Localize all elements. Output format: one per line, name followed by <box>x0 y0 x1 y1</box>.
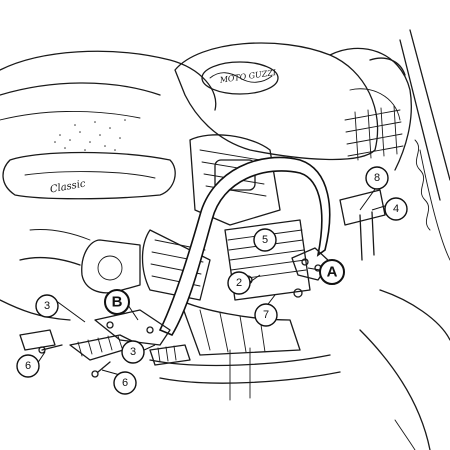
callout-label: 6 <box>122 377 128 389</box>
tank-badge <box>201 61 279 95</box>
letter-label: A <box>327 264 338 281</box>
letter-label: B <box>112 294 123 311</box>
callout-label: 3 <box>44 300 50 312</box>
callout-8: 8 <box>365 166 389 190</box>
motorcycle-outline <box>0 29 450 450</box>
callout-6-bottom: 6 <box>113 371 137 395</box>
bolt-lower <box>97 361 111 373</box>
callout-6-left: 6 <box>16 354 40 378</box>
callout-letter-a: A <box>319 259 345 285</box>
callout-label: 7 <box>263 309 269 321</box>
footpeg-assembly <box>19 329 191 366</box>
callout-label: 4 <box>393 203 399 215</box>
callout-3-right: 3 <box>121 340 145 364</box>
callout-4: 4 <box>384 197 408 221</box>
callout-label: 2 <box>236 277 242 289</box>
callout-label: 8 <box>374 172 380 184</box>
brand-text: MOTO GUZZI <box>218 68 277 85</box>
callout-label: 3 <box>130 346 136 358</box>
callout-letter-b: B <box>104 289 130 315</box>
seat-texture <box>54 119 126 151</box>
callout-label: 5 <box>262 234 268 246</box>
oil-cooler-grid <box>344 105 404 161</box>
mount-plate-b <box>94 309 171 346</box>
callout-2: 2 <box>227 271 251 295</box>
callout-5: 5 <box>253 228 277 252</box>
callout-3-left: 3 <box>35 294 59 318</box>
model-text: Classic <box>49 178 87 195</box>
callout-label: 6 <box>25 360 31 372</box>
callout-7: 7 <box>254 303 278 327</box>
